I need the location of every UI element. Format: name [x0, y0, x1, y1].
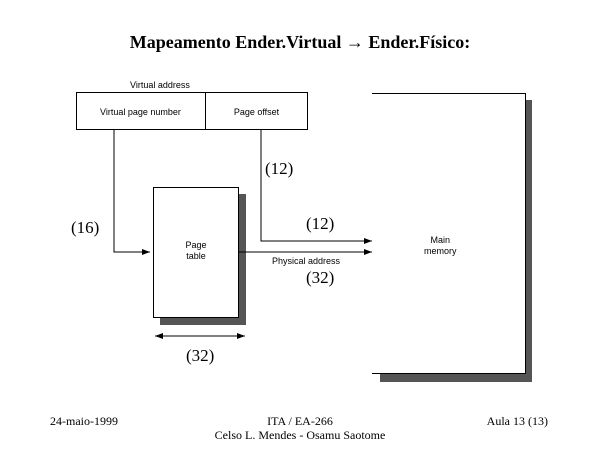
main-memory-box [372, 93, 526, 374]
bits-vpn: (16) [71, 218, 100, 237]
virtual-address-register [76, 92, 308, 130]
vpn-arrow [113, 130, 150, 255]
page-table-box [153, 187, 239, 318]
physical-address-label: Physical address [272, 256, 341, 266]
bits-offset-arrow: (12) [306, 214, 335, 233]
slide-title: Mapeamento Ender.Virtual → Ender.Físico: [129, 32, 471, 52]
bits-offset-top: (12) [265, 159, 294, 178]
virtual-page-number-label: Virtual page number [100, 107, 181, 117]
main-memory-label: Main memory [424, 235, 457, 256]
footer-date: 24-maio-1999 [50, 414, 118, 428]
virtual-address-label: Virtual address [130, 80, 190, 90]
page-offset-label: Page offset [233, 107, 280, 117]
page-table-label: Page table [185, 240, 207, 261]
bits-table-width: (32) [186, 346, 215, 365]
offset-arrow [260, 130, 372, 244]
bits-physical: (32) [306, 268, 335, 287]
footer-course: ITA / EA-266 [267, 414, 333, 428]
footer-lecture: Aula 13 (13) [486, 414, 548, 428]
register-divider [205, 92, 206, 130]
footer-authors: Celso L. Mendes - Osamu Saotome [214, 428, 386, 442]
